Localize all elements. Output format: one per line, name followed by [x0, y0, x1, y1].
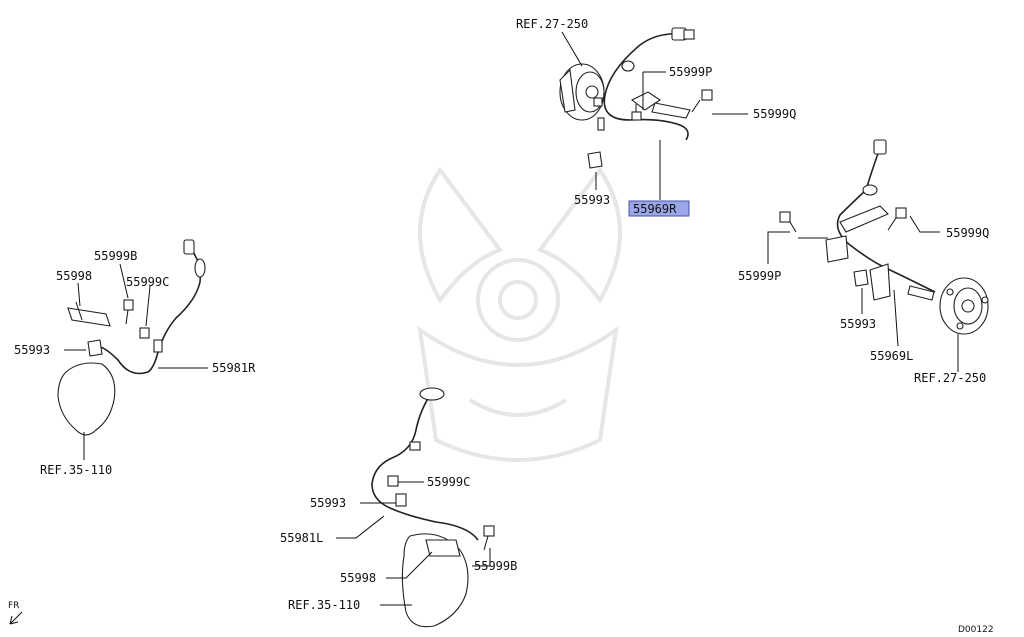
front-left-hub-assembly: [939, 277, 989, 335]
label-55993-right: 55993: [840, 317, 876, 331]
diagram-code: D00122: [958, 625, 994, 635]
label-55999p-right: 55999P: [738, 269, 781, 283]
bolt-55999p-top: [631, 104, 642, 121]
label-55999b-left: 55999B: [94, 249, 137, 263]
front-direction-arrow-icon: [9, 611, 23, 625]
watermark-emblem: [417, 166, 622, 462]
rear-left-knuckle: [401, 533, 469, 628]
label-55998-bottom: 55998: [340, 571, 376, 585]
label-ref-27-250-right: REF.27-250: [914, 371, 986, 385]
highlight-box-55969r: [628, 200, 690, 217]
bolt-55999b-bottom: [483, 525, 495, 551]
front-right-sensor-harness: [593, 27, 695, 141]
front-right-hub-assembly: [559, 63, 605, 121]
fr-label: FR: [8, 601, 19, 611]
grommet-55993-left: [87, 339, 103, 357]
front-left-sensor-harness: [825, 139, 936, 301]
label-ref-35-110-left: REF.35-110: [40, 463, 112, 477]
label-55981l: 55981L: [280, 531, 323, 545]
label-55999p-top: 55999P: [669, 65, 712, 79]
label-55999b-bottom: 55999B: [474, 559, 517, 573]
bolt-55999q-top: [691, 89, 713, 113]
bolt-55999c-left: [139, 327, 150, 339]
bracket-55998-left: [67, 301, 111, 327]
grommet-55993-right: [853, 269, 869, 287]
label-55969r[interactable]: 55969R: [633, 202, 677, 216]
rear-right-knuckle: [57, 362, 116, 436]
rear-right-sensor-harness: [95, 239, 206, 375]
label-55993-left: 55993: [14, 343, 50, 357]
label-55999q-top: 55999Q: [753, 107, 796, 121]
label-55998-left: 55998: [56, 269, 92, 283]
grommet-55993-top: [587, 151, 603, 169]
label-55999c-bottom: 55999C: [427, 475, 470, 489]
label-ref-35-110-bottom: REF.35-110: [288, 598, 360, 612]
label-ref-27-250-top: REF.27-250: [516, 17, 588, 31]
label-55999c-left: 55999C: [126, 275, 169, 289]
label-55981r: 55981R: [212, 361, 256, 375]
bolt-55999c-bottom: [387, 475, 399, 487]
label-55993-bottom: 55993: [310, 496, 346, 510]
bolt-55999p-right: [779, 211, 797, 233]
bolt-55999b-left: [123, 299, 134, 325]
rear-left-sensor-harness: [371, 387, 479, 541]
label-55969l: 55969L: [870, 349, 913, 363]
label-55999q-right: 55999Q: [946, 226, 989, 240]
bolt-55999q-right: [887, 207, 907, 231]
label-55993-top: 55993: [574, 193, 610, 207]
